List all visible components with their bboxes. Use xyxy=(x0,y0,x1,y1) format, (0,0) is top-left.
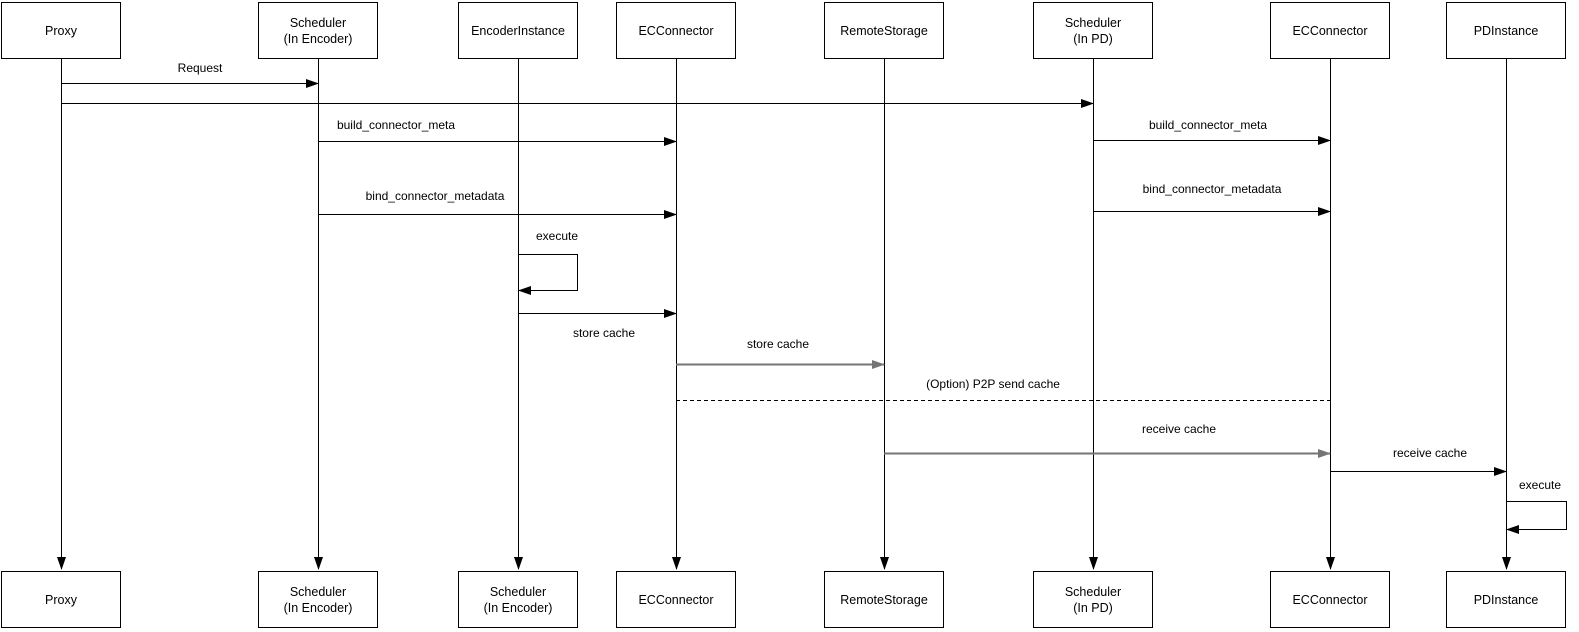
actor-label-line: Scheduler xyxy=(1064,15,1122,30)
actor-label-line: (In PD) xyxy=(1073,600,1113,615)
message-label-execute-pd: execute xyxy=(1518,478,1562,492)
actor-label-line: EncoderInstance xyxy=(471,23,565,38)
actor-label-line: RemoteStorage xyxy=(840,592,928,607)
actor-box-bottom-ec-connector-1: ECConnector xyxy=(616,571,736,628)
actor-label-line: Proxy xyxy=(45,592,77,607)
actor-label-line: Scheduler xyxy=(1064,584,1122,599)
actor-box-bottom-proxy: Proxy xyxy=(1,571,121,628)
actor-label-line: ECConnector xyxy=(638,23,714,38)
actor-box-bottom-ec-connector-2: ECConnector xyxy=(1270,571,1390,628)
message-label-store-cache-2: store cache xyxy=(746,337,810,351)
actor-box-bottom-pd-instance: PDInstance xyxy=(1446,571,1566,628)
actor-label-line: Scheduler xyxy=(289,15,347,30)
actor-box-bottom-encoder-instance: Scheduler(In Encoder) xyxy=(458,571,578,628)
actor-box-bottom-scheduler-encoder: Scheduler(In Encoder) xyxy=(258,571,378,628)
actor-label-line: Proxy xyxy=(45,23,77,38)
message-label-receive-cache-1: receive cache xyxy=(1141,422,1217,436)
message-label-build-connector-meta-1: build_connector_meta xyxy=(336,118,456,132)
actor-box-top-encoder-instance: EncoderInstance xyxy=(458,2,578,59)
actor-box-top-ec-connector-1: ECConnector xyxy=(616,2,736,59)
actor-box-top-ec-connector-2: ECConnector xyxy=(1270,2,1390,59)
actor-label-line: (In Encoder) xyxy=(483,600,553,615)
actor-label-line: Scheduler xyxy=(489,584,547,599)
actor-box-top-remote-storage: RemoteStorage xyxy=(824,2,944,59)
message-label-p2p-send-cache: (Option) P2P send cache xyxy=(926,377,1060,391)
message-label-store-cache-1: store cache xyxy=(572,326,636,340)
actor-label-line: ECConnector xyxy=(1292,23,1368,38)
actor-label-line: RemoteStorage xyxy=(840,23,928,38)
actor-box-top-scheduler-encoder: Scheduler(In Encoder) xyxy=(258,2,378,59)
actor-box-top-proxy: Proxy xyxy=(1,2,121,59)
actor-box-top-scheduler-pd: Scheduler(In PD) xyxy=(1033,2,1153,59)
actor-box-top-pd-instance: PDInstance xyxy=(1446,2,1566,59)
self-message-execute-encoder xyxy=(518,254,578,295)
actor-label-line: (In PD) xyxy=(1073,31,1113,46)
actor-label-line: (In Encoder) xyxy=(283,31,353,46)
message-label-receive-cache-2: receive cache xyxy=(1392,446,1468,460)
actor-label-line: ECConnector xyxy=(1292,592,1368,607)
message-label-bind-connector-metadata-2: bind_connector_metadata xyxy=(1142,182,1282,196)
actor-label-line: ECConnector xyxy=(638,592,714,607)
actor-label-line: PDInstance xyxy=(1473,23,1539,38)
message-label-request: Request xyxy=(177,61,223,75)
message-label-build-connector-meta-2: build_connector_meta xyxy=(1148,118,1268,132)
message-label-bind-connector-metadata-1: bind_connector_metadata xyxy=(365,189,505,203)
actor-label-line: PDInstance xyxy=(1473,592,1539,607)
actor-label-line: Scheduler xyxy=(289,584,347,599)
actor-box-bottom-scheduler-pd: Scheduler(In PD) xyxy=(1033,571,1153,628)
actor-label-line: (In Encoder) xyxy=(283,600,353,615)
actor-box-bottom-remote-storage: RemoteStorage xyxy=(824,571,944,628)
self-message-execute-pd xyxy=(1506,501,1567,534)
message-label-execute-encoder: execute xyxy=(535,229,579,243)
